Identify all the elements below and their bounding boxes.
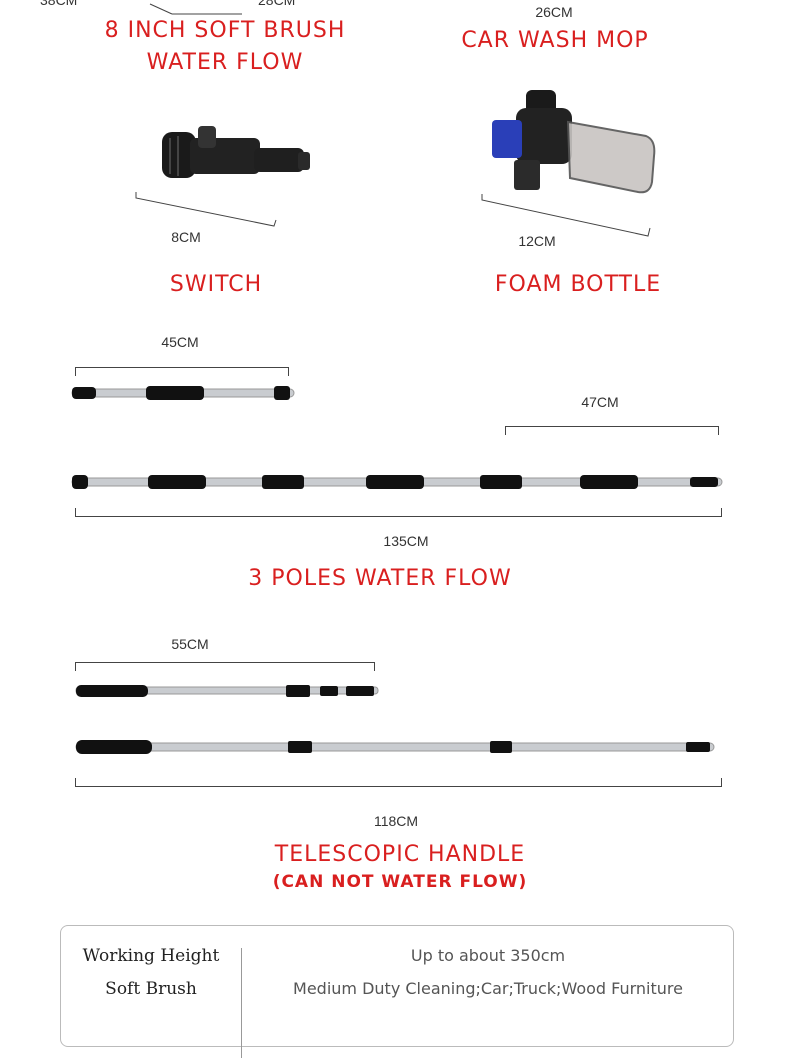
foam-bottle-dimension: 12CM: [518, 233, 556, 249]
foam-bottle-image: [481, 90, 656, 237]
pole-short-bracket: [75, 367, 289, 376]
spec-value: Up to about 350cm: [410, 946, 566, 965]
spec-label: Working Height: [82, 946, 220, 966]
telescopic-title: TELESCOPIC HANDLE: [274, 842, 526, 867]
foam-bottle: [492, 90, 656, 194]
switch-title: SWITCH: [169, 272, 263, 297]
spec-row-soft-brush: Soft Brush Medium Duty Cleaning;Car;Truc…: [61, 979, 733, 1011]
brush-title-line1: 8 INCH SOFT BRUSH: [104, 18, 346, 43]
foam-bottle-title: FOAM BOTTLE: [494, 272, 662, 297]
pole-short-image: [71, 386, 295, 400]
poles-title: 3 POLES WATER FLOW: [248, 566, 512, 591]
switch-dimension: 8CM: [171, 229, 201, 245]
telescopic-long-image: [75, 740, 715, 754]
switch-image: [135, 126, 310, 227]
partial-dimension-center: 28CM: [258, 0, 296, 8]
telescopic-short-dimension: 55CM: [171, 636, 209, 652]
pole-segment-bracket: [505, 426, 719, 435]
spec-table: Working Height Up to about 350cm Soft Br…: [60, 925, 734, 1058]
telescopic-short-bracket: [75, 662, 375, 671]
telescopic-full-bracket: [75, 778, 722, 787]
pole-full-bracket: [75, 508, 722, 517]
pole-short-dimension: 45CM: [161, 334, 199, 350]
spec-row-working-height: Working Height Up to about 350cm: [61, 946, 733, 978]
mop-title: CAR WASH MOP: [461, 28, 649, 53]
partial-dimension-left: 38CM: [40, 0, 78, 8]
spec-value: Medium Duty Cleaning;Car;Truck;Wood Furn…: [293, 979, 683, 998]
switch-connector: [162, 126, 310, 178]
pole-segment-dimension: 47CM: [581, 394, 619, 410]
partial-dimension-lines: [149, 3, 242, 15]
mop-dimension: 26CM: [535, 4, 573, 20]
spec-label: Soft Brush: [105, 979, 197, 999]
telescopic-short-image: [75, 685, 379, 697]
pole-long-image: [71, 475, 723, 489]
pole-full-dimension: 135CM: [383, 533, 429, 549]
telescopic-subtitle: (CAN NOT WATER FLOW): [272, 872, 528, 892]
brush-title-line2: WATER FLOW: [146, 50, 304, 75]
telescopic-full-dimension: 118CM: [373, 813, 419, 829]
